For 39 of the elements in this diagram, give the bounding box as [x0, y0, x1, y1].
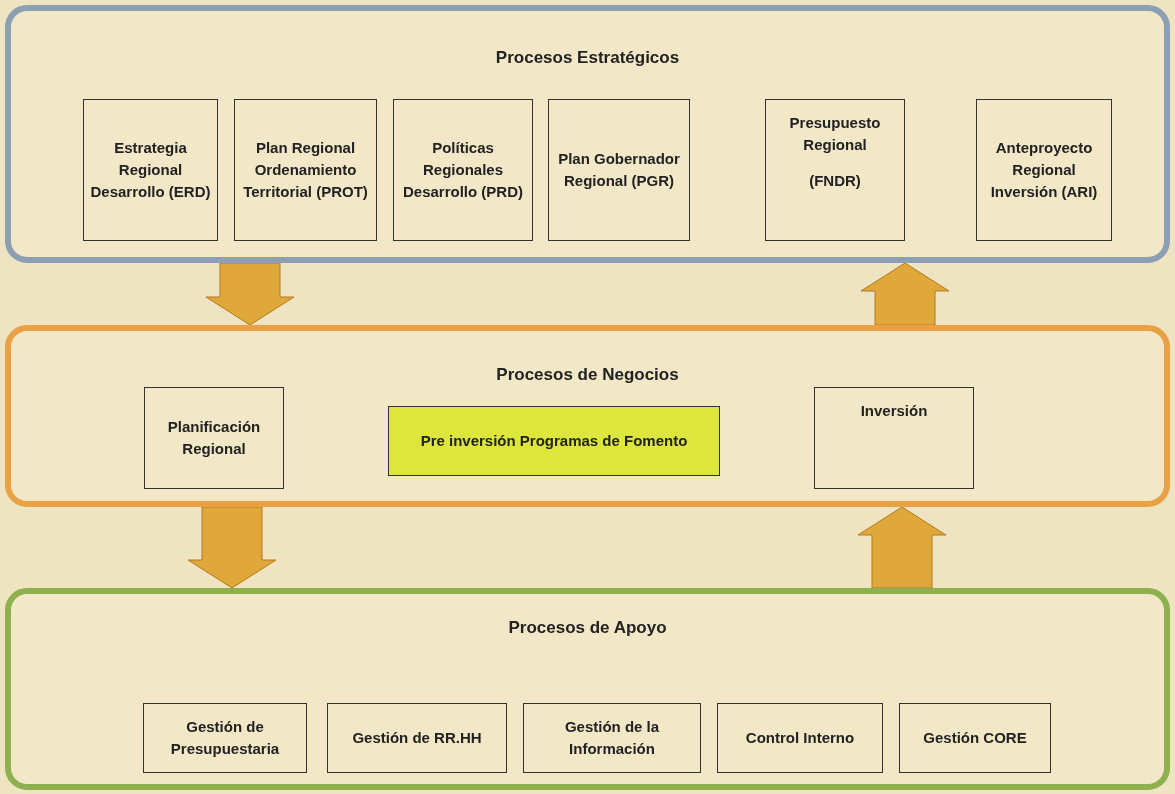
- process-box: [234, 99, 377, 241]
- process-box: [976, 99, 1112, 241]
- process-label: Plan Regional Ordenamiento Territorial (PROT): [242, 138, 369, 202]
- process-label: Inversión: [860, 401, 928, 421]
- process-label: Gestión de RR.HH: [352, 728, 482, 749]
- process-box: [523, 703, 701, 773]
- process-box: [814, 387, 974, 489]
- process-box: [143, 703, 307, 773]
- process-label: Estrategia Regional Desarrollo (ERD): [90, 138, 211, 202]
- process-box: [717, 703, 883, 773]
- process-box: [548, 99, 690, 241]
- process-label: Plan Gobernador Regional (PGR): [557, 149, 681, 191]
- process-label: Planificación Regional: [166, 417, 262, 459]
- block-arrow: [857, 506, 947, 589]
- process-box: [144, 387, 284, 489]
- process-box: [899, 703, 1051, 773]
- block-arrow: [187, 506, 277, 589]
- process-box: [83, 99, 218, 241]
- group-heading: Procesos de Apoyo: [508, 618, 667, 637]
- process-group-panel: [5, 5, 1170, 263]
- process-group-panel: [5, 325, 1170, 507]
- process-box: [393, 99, 533, 241]
- process-label: Presupuesto Regional: [788, 113, 882, 155]
- group-heading: Procesos Estratégicos: [495, 48, 680, 67]
- process-label: Pre inversión Programas de Fomento: [420, 431, 688, 452]
- process-label: Control Interno: [745, 728, 855, 749]
- process-label: Gestión de Presupuestaria: [169, 717, 281, 759]
- process-label: Gestión CORE: [923, 728, 1027, 749]
- process-label: Políticas Regionales Desarrollo (PRD): [402, 138, 524, 202]
- block-arrow: [205, 262, 295, 326]
- process-box: [765, 99, 905, 241]
- process-label: Anteproyecto Regional Inversión (ARI): [989, 138, 1099, 202]
- process-group-panel: [5, 588, 1170, 790]
- process-box: [327, 703, 507, 773]
- process-label: Gestión de la Información: [563, 717, 661, 759]
- process-box: [388, 406, 720, 476]
- block-arrow: [860, 262, 950, 326]
- process-label: (FNDR): [809, 170, 861, 191]
- group-heading: Procesos de Negocios: [496, 365, 679, 384]
